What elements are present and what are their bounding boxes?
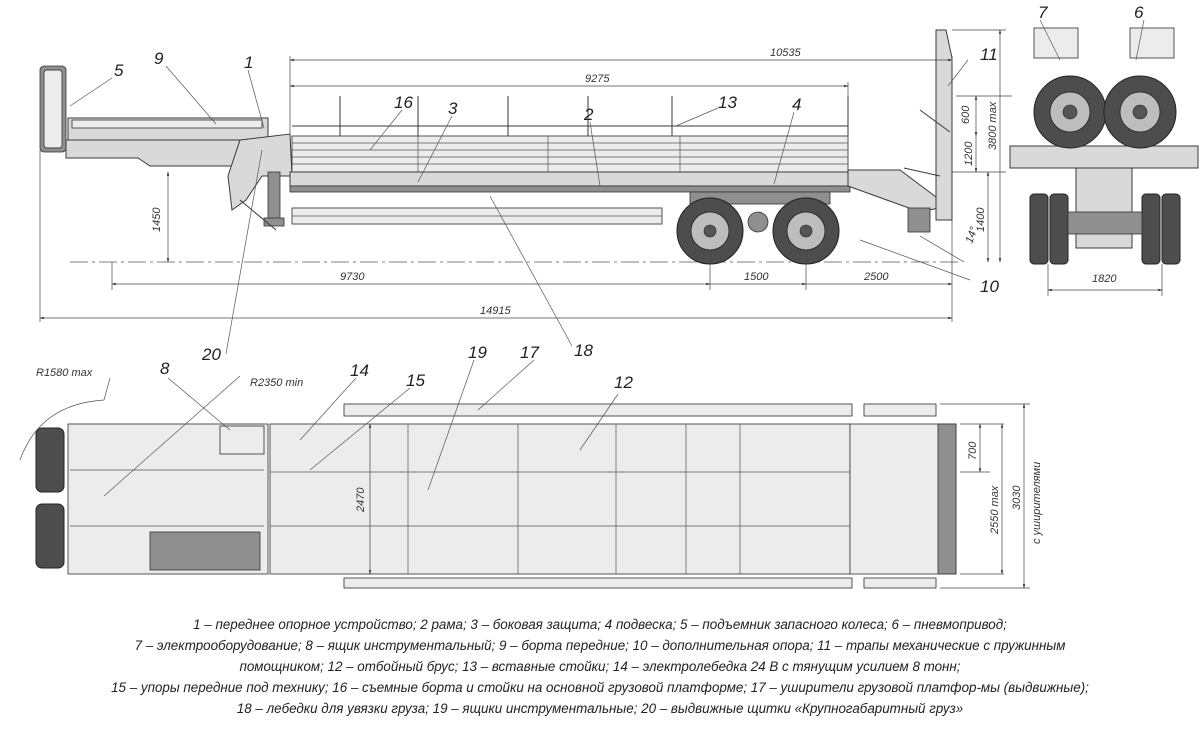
callout-9: 9 [154,49,164,68]
rear-view: 1820 7 6 [1009,3,1199,296]
legend-line-5: 18 – лебедки для увязки груза; 19 – ящик… [236,701,964,716]
dim-to-axle: 9730 [340,271,365,283]
dim-axle-spacing: 1500 [744,271,769,283]
callout-6: 6 [1134,3,1144,22]
callout-13: 13 [718,93,737,112]
label-with-extenders: с уширителями [1031,462,1043,544]
callout-15: 15 [406,371,425,390]
dim-turn-radius-min: R2350 min [250,377,303,389]
dim-deck-height: 1400 [975,207,987,232]
dim-max-height: 3800 max [987,101,999,150]
callout-3: 3 [448,99,458,118]
legend-line-2: 7 – электрооборудование; 8 – ящик инстру… [134,638,1066,653]
callout-11: 11 [980,45,998,64]
dim-track: 1820 [1092,273,1117,285]
callout-20: 20 [201,345,221,364]
callout-16: 16 [394,93,413,112]
legend-line-1: 1 – переднее опорное устройство; 2 рама;… [193,617,1007,632]
top-view: R1580 max R2350 min 2470 700 2550 max 30… [19,343,1043,589]
callout-8: 8 [160,359,170,378]
callout-12: 12 [614,373,633,392]
callout-17: 17 [520,343,539,362]
callout-5: 5 [114,61,124,80]
wheel-rear-axle [772,197,840,265]
dim-turn-radius-max: R1580 max [36,367,93,379]
callout-14: 14 [350,361,369,380]
dim-platform-length: 9275 [585,73,610,85]
callout-4: 4 [792,95,801,114]
spare-wheel-left [1033,75,1107,149]
callout-19: 19 [468,343,487,362]
dim-stake-height: 600 [960,105,972,124]
dim-rear-overhang: 2500 [863,271,889,283]
dim-gooseneck-height: 1450 [151,207,163,232]
dim-extension: 700 [967,441,979,460]
callout-1: 1 [244,53,253,72]
side-view: 10535 9275 9730 1500 2500 14915 1450 600… [39,29,1012,364]
spare-wheel-right [1103,75,1177,149]
dim-board-height: 1200 [963,141,975,166]
callout-2: 2 [583,105,594,124]
dim-overall-length: 14915 [480,305,511,317]
dim-width-extenders: 3030 [1011,485,1023,510]
dim-ramp-angle: 14° [964,225,981,245]
legend-line-4: 15 – упоры передние под технику; 16 – съ… [111,680,1089,695]
dim-deck-width: 2470 [355,487,367,513]
legend-line-3: помощником; 12 – отбойный брус; 13 – вст… [239,659,961,674]
dim-deck-length: 10535 [770,47,801,59]
callout-7: 7 [1038,3,1048,22]
callout-18: 18 [574,341,593,360]
legend: 1 – переднее опорное устройство; 2 рама;… [0,614,1200,719]
dim-width-max: 2550 max [989,485,1001,535]
callout-10: 10 [980,277,999,296]
wheel-front-axle [676,197,744,265]
